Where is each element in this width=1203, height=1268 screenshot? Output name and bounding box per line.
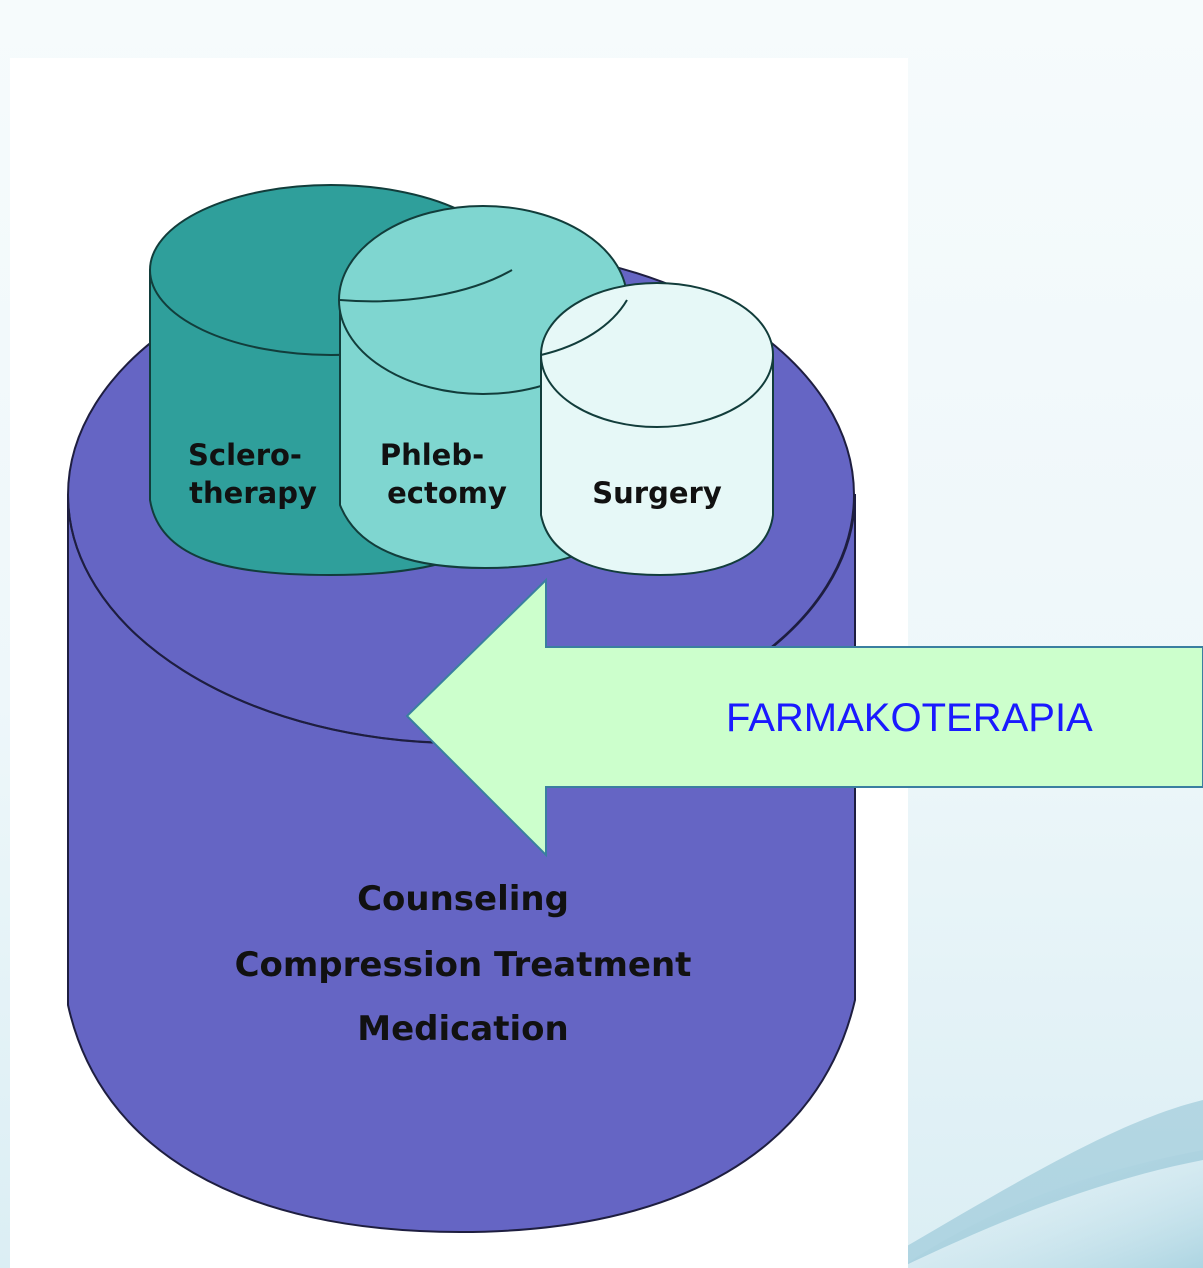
sclerotherapy-label-line2: therapy	[189, 476, 317, 510]
phlebectomy-label-line2: ectomy	[387, 476, 507, 510]
arrow-label: FARMAKOTERAPIA	[726, 696, 1093, 740]
base-label-medication: Medication	[357, 1009, 568, 1049]
surgery-cylinder	[541, 283, 773, 575]
sclerotherapy-label-line1: Sclero-	[188, 438, 302, 472]
base-label-compression: Compression Treatment	[235, 945, 692, 985]
phlebectomy-label-line1: Phleb-	[380, 438, 484, 472]
surgery-label: Surgery	[592, 476, 722, 510]
base-label-counseling: Counseling	[357, 879, 569, 919]
